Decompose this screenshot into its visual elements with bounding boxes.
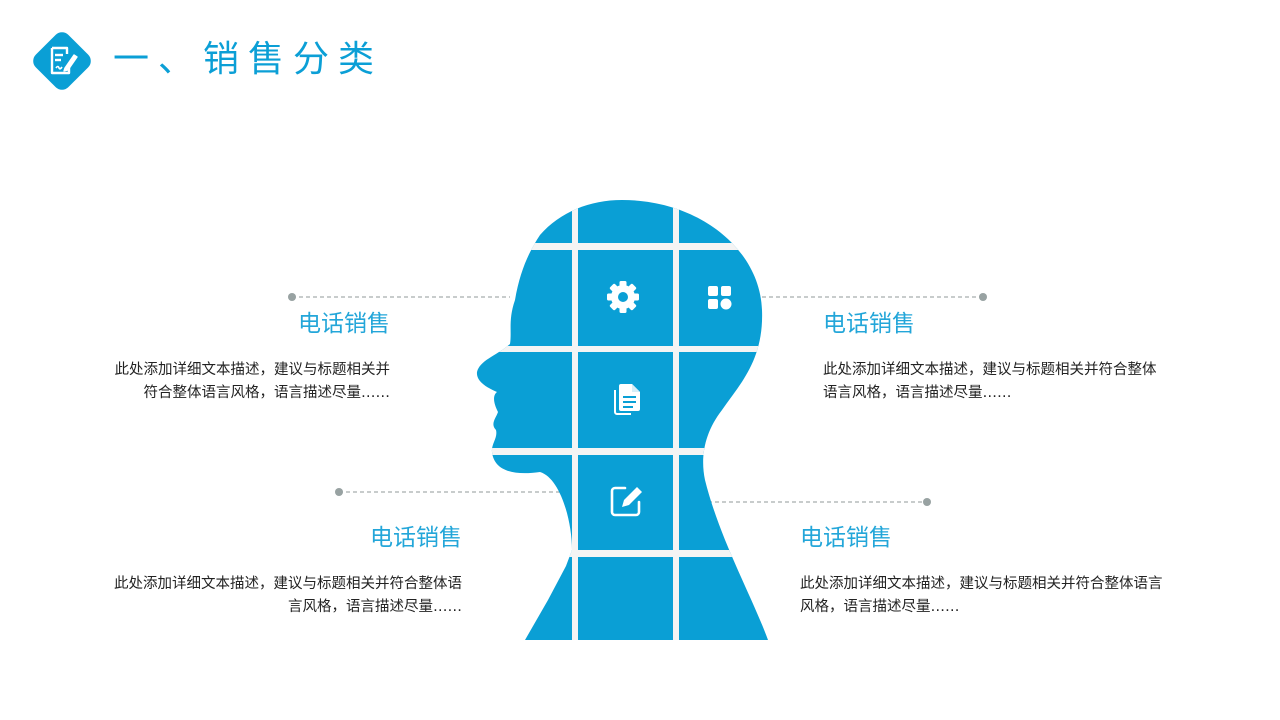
connector-lines: [292, 296, 983, 503]
title-badge: [33, 32, 91, 90]
edit-icon: [610, 486, 642, 517]
apps-grid-icon: [708, 286, 732, 310]
info-block-bottom-right: 电话销售 此处添加详细文本描述，建议与标题相关并符合整体语言 风格，语言描述尽量…: [800, 523, 1240, 619]
block-title: 电话销售: [370, 525, 462, 551]
info-block-top-left: 电话销售 此处添加详细文本描述，建议与标题相关并 符合整体语言风格，语言描述尽量…: [60, 309, 391, 405]
gear-icon: [607, 281, 639, 313]
info-block-bottom-left: 电话销售 此处添加详细文本描述，建议与标题相关并符合整体语 言风格，语言描述尽量…: [40, 523, 462, 619]
edit-document-icon: [50, 46, 78, 75]
page-title: 一、销售分类: [113, 39, 384, 80]
block-description: 此处添加详细文本描述，建议与标题相关并符合整体语 言风格，语言描述尽量……: [114, 576, 462, 615]
block-title: 电话销售: [800, 525, 892, 551]
block-description: 此处添加详细文本描述，建议与标题相关并符合整体语言 风格，语言描述尽量……: [800, 576, 1163, 615]
block-description: 此处添加详细文本描述，建议与标题相关并符合整体 语言风格，语言描述尽量……: [823, 362, 1157, 401]
block-description: 此处添加详细文本描述，建议与标题相关并 符合整体语言风格，语言描述尽量……: [114, 362, 391, 401]
documents-icon: [614, 384, 640, 415]
info-block-top-right: 电话销售 此处添加详细文本描述，建议与标题相关并符合整体 语言风格，语言描述尽量…: [823, 309, 1223, 405]
connector-dots: [288, 293, 987, 506]
block-title: 电话销售: [298, 311, 390, 337]
block-title: 电话销售: [823, 311, 915, 337]
